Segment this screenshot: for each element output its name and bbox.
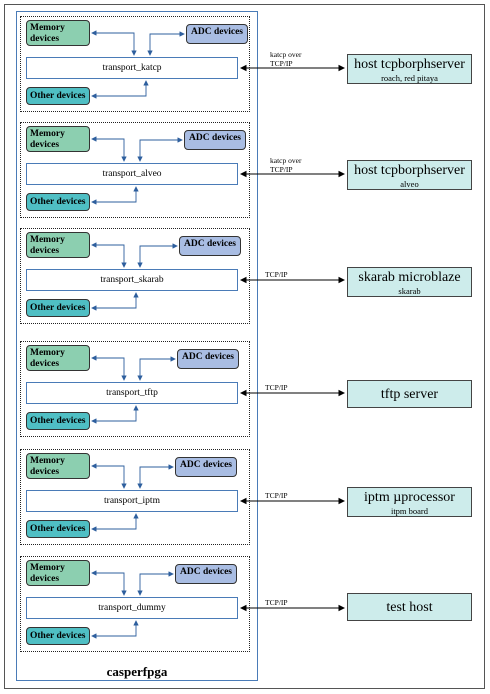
adc-transport-connector [137, 243, 178, 268]
transport-box: transport_iptm [26, 490, 238, 512]
transport-box: transport_tftp [26, 382, 238, 404]
adc-devices-box: ADC devices [179, 236, 241, 256]
other-transport-connector [91, 405, 139, 424]
other-devices-box: Other devices [26, 412, 90, 430]
other-transport-connector [91, 80, 149, 99]
transport-box: transport_katcp [26, 57, 238, 79]
protocol-label: TCP/IP [265, 383, 288, 392]
outer-border [4, 4, 485, 689]
adc-transport-connector [137, 571, 174, 596]
adc-transport-connector [137, 464, 174, 489]
other-devices-box: Other devices [26, 520, 90, 538]
transport-group [20, 449, 250, 545]
casperfpga-container [16, 11, 258, 681]
protocol-label-line: TCP/IP [270, 165, 293, 174]
transport-group [20, 16, 250, 112]
adc-transport-connector [147, 31, 185, 56]
adc-devices-box: ADC devices [175, 564, 237, 584]
memory-devices-box: Memory devices [26, 345, 90, 371]
transport-box: transport_skarab [26, 269, 238, 291]
host-subtitle: alveo [400, 179, 419, 189]
memory-transport-connector [91, 30, 137, 56]
transport-box: transport_dummy [26, 597, 238, 619]
other-devices-box: Other devices [26, 299, 90, 317]
casperfpga-title: casperfpga [106, 664, 168, 679]
protocol-label-line: katcp over [270, 156, 302, 165]
other-transport-connector [91, 620, 139, 639]
memory-transport-connector [91, 136, 127, 162]
host-name: iptm µprocessor [364, 490, 455, 505]
adc-devices-box: ADC devices [175, 457, 237, 477]
memory-devices-box: Memory devices [26, 20, 90, 46]
host-name: skarab microblaze [358, 270, 461, 285]
adc-transport-connector [137, 356, 176, 381]
other-transport-connector [91, 186, 139, 205]
transport-group [20, 556, 250, 652]
transport-group [20, 341, 250, 437]
host-box: tftp server [347, 380, 472, 408]
memory-transport-connector [91, 463, 127, 489]
host-name: host tcpborphserver [354, 57, 465, 72]
other-devices-box: Other devices [26, 87, 90, 105]
memory-transport-connector [91, 242, 127, 268]
host-name: test host [386, 600, 433, 615]
other-transport-connector [91, 292, 139, 311]
protocol-label: TCP/IP [265, 598, 288, 607]
adc-devices-box: ADC devices [177, 349, 239, 369]
host-subtitle: skarab [398, 286, 421, 296]
host-subtitle: itpm board [390, 506, 429, 516]
transport-box: transport_alveo [26, 163, 238, 185]
other-devices-box: Other devices [26, 627, 90, 645]
transport-group [20, 228, 250, 324]
memory-transport-connector [91, 355, 127, 381]
memory-devices-box: Memory devices [26, 453, 90, 479]
transport-group [20, 122, 250, 218]
adc-devices-box: ADC devices [184, 130, 246, 150]
protocol-label-line: TCP/IP [270, 59, 293, 68]
other-devices-box: Other devices [26, 193, 90, 211]
other-transport-connector [91, 513, 139, 532]
adc-devices-box: ADC devices [186, 24, 248, 44]
memory-devices-box: Memory devices [26, 232, 90, 258]
host-name: tftp server [380, 387, 439, 402]
memory-devices-box: Memory devices [26, 560, 90, 586]
adc-transport-connector [137, 137, 183, 162]
protocol-label: TCP/IP [265, 270, 288, 279]
host-subtitle: roach, red pitaya [381, 73, 438, 83]
protocol-label: TCP/IP [265, 491, 288, 500]
memory-devices-box: Memory devices [26, 126, 90, 152]
host-name: host tcpborphserver [354, 163, 465, 178]
memory-transport-connector [91, 570, 127, 596]
protocol-label-line: katcp over [270, 50, 302, 59]
host-box: test host [347, 593, 472, 621]
